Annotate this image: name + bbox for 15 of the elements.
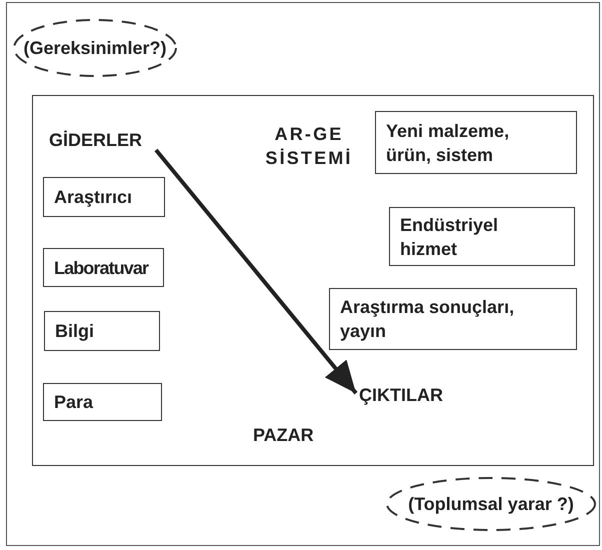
dashed-ellipse: (Toplumsal yarar ?) [385,476,597,532]
input-output-box: Laboratuvar [43,248,164,287]
input-output-box: Endüstriyel hizmet [389,207,575,266]
system-box [32,95,594,466]
arrow [154,148,358,394]
input-output-box: Yeni malzeme, ürün, sistem [375,111,577,174]
node-label: ÇIKTILAR [359,383,463,407]
input-output-box: Araştırma sonuçları, yayın [329,288,577,350]
node-label: PAZAR [253,423,327,447]
system-title: AR-GE SİSTEMİ [264,123,354,170]
input-output-box: Bilgi [44,311,160,351]
input-output-box: Para [43,383,162,421]
dashed-ellipse: (Gereksinimler?) [12,18,178,78]
input-output-box: Araştırıcı [43,177,165,217]
node-label: GİDERLER [49,129,157,151]
